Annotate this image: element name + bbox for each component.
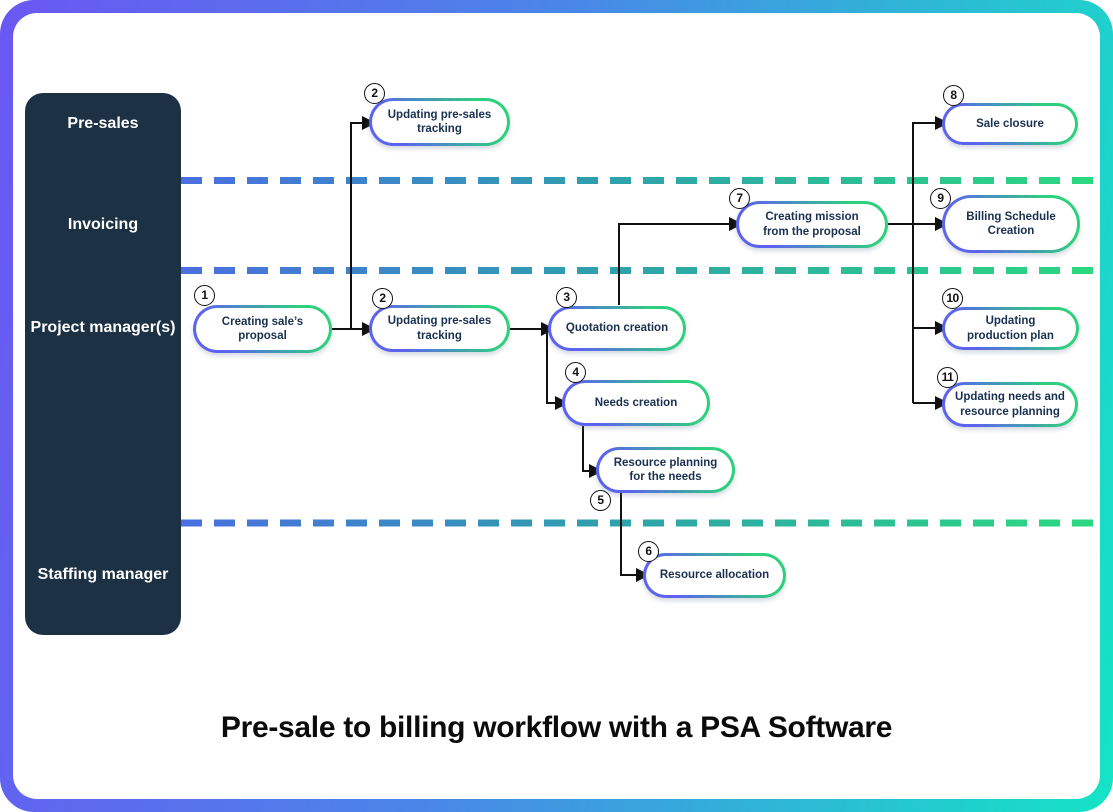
step-label-2-pm: Updating pre-sales tracking [387,315,492,342]
step-number-badge-11: 11 [937,367,958,388]
connector-step5-to-step6 [620,493,650,582]
swimlane-sidebar [25,93,181,635]
step-node-3-quotation-creation: 3 Quotation creation [548,287,686,351]
step-number-badge-8: 8 [943,85,964,106]
step-node-4-needs-creation: 4 Needs creation [562,362,710,426]
step-label-8: Sale closure [976,117,1044,130]
step-node-9-billing-schedule-creation: 9 Billing Schedule Creation [930,188,1080,253]
step-number-badge-6: 6 [638,541,659,562]
step-number-badge-9: 9 [930,188,951,209]
step-label-1: Creating sale’s proposal [221,315,304,342]
step-label-6: Resource allocation [659,569,770,582]
step-label-11: Updating needs and resource planning [955,391,1065,418]
step-label-5: Resource planning for the needs [613,456,718,483]
step-node-8-sale-closure: 8 Sale closure [942,85,1078,145]
step-number-badge-7: 7 [729,188,750,209]
step-node-10-updating-production-plan: 10 Updating production plan [942,288,1079,350]
lane-label-invoicing: Invoicing [67,216,139,234]
connectors-layer [181,116,1097,582]
step-node-7-creating-mission-from-proposal: 7 Creating mission from the proposal [729,188,888,248]
step-number-badge-3: 3 [556,287,577,308]
step-node-1-creating-sales-proposal: 1 Creating sale’s proposal [193,285,332,353]
lane-label-pre-sales: Pre-sales [67,115,139,133]
connector-step2pm-to-step4 [546,329,569,410]
step-label-10: Updating production plan [967,315,1054,342]
connector-step4-to-step5 [582,426,603,478]
lane-label-project-managers: Project manager(s) [30,319,176,337]
step-number-badge-2-pm: 2 [372,288,393,309]
diagram-canvas: Pre-sales Invoicing Project manager(s) S… [13,13,1100,799]
step-node-2-updating-presales-tracking-pm-lane: 2 Updating pre-sales tracking [369,288,510,352]
step-label-2-presales: Updating pre-sales tracking [387,108,492,135]
step-number-badge-4: 4 [565,362,586,383]
step-label-7: Creating mission from the proposal [763,211,861,238]
step-node-2-updating-presales-tracking-presales-lane: 2 Updating pre-sales tracking [364,83,510,146]
step-number-badge-5: 5 [590,490,611,511]
connector-step7-to-step8 [912,116,949,224]
step-number-badge-2: 2 [364,83,385,104]
diagram-title: Pre-sale to billing workflow with a PSA … [220,711,893,744]
step-label-3: Quotation creation [565,322,669,335]
step-node-6-resource-allocation: 6 Resource allocation [638,541,786,598]
step-number-badge-10: 10 [942,288,963,309]
lane-label-staffing-manager: Staffing manager [37,566,169,584]
connector-step3-to-step7 [618,217,743,305]
connector-step1-to-step2presales [350,116,376,329]
step-node-11-updating-needs-resource-planning: 11 Updating needs and resource planning [937,367,1078,427]
step-node-5-resource-planning-for-needs: 5 Resource planning for the needs [590,447,735,511]
step-label-9: Billing Schedule Creation [966,210,1056,237]
step-label-4: Needs creation [594,396,678,409]
step-number-badge-1: 1 [194,285,215,306]
